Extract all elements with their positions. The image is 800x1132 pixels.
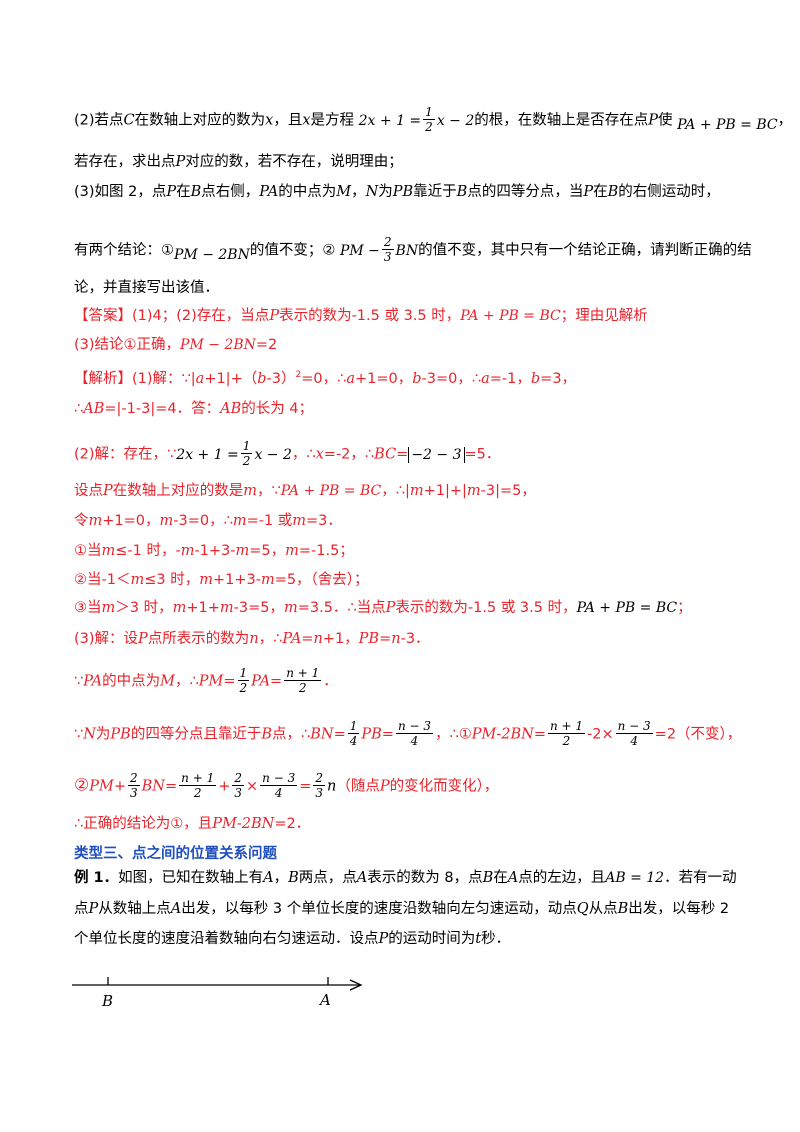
- example-line3: 个单位长度的速度沿着数轴向右匀速运动．设点P的运动时间为t秒．: [74, 931, 511, 947]
- analysis-line7: ②当-1＜m≤3 时，m+1+3-m=5，（舍去）；: [74, 572, 369, 588]
- label-a: A: [318, 991, 331, 1009]
- analysis-line6: ①当m≤-1 时，-m-1+3-m=5，m=-1.5；: [74, 543, 354, 559]
- analysis-line9: (3)解：设P点所表示的数为n，∴PA=n+1，PB=n-3．: [74, 631, 430, 647]
- analysis-line2: ∴AB=|-1-3|=4．答：AB的长为 4；: [74, 401, 314, 417]
- arrow-right-icon: [349, 979, 363, 991]
- number-line-figure: B A: [72, 977, 363, 1010]
- answer-line2: (3)结论①正确，PM − 2BN=2: [74, 337, 278, 353]
- q3-line3: 论，并直接写出该值．: [74, 280, 219, 296]
- example-line1: 例 1．如图，已知在数轴上有A，B两点，点A表示的数为 8，点B在A点的左边，且…: [74, 870, 737, 886]
- section-heading: 类型三、点之间的位置关系问题: [74, 846, 277, 862]
- analysis-line13: ∴正确的结论为①，且PM-2BN=2．: [74, 816, 311, 832]
- answer-line1: 【答案】(1)4；(2)存在，当点P表示的数为-1.5 或 3.5 时，PA +…: [74, 308, 648, 324]
- analysis-line5: 令m+1=0，m-3=0，∴m=-1 或m=3．: [74, 513, 342, 529]
- analysis-line4: 设点P在数轴上对应的数是m，∵PA + PB = BC，∴|m+1|+|m-3|…: [74, 483, 536, 499]
- analysis-line8: ③当m＞3 时，m+1+m-3=5，m=3.5．∴当点P表示的数为-1.5 或 …: [74, 600, 692, 616]
- q2-line2: 若存在，求出点P对应的数，若不存在，说明理由；: [74, 154, 403, 170]
- q3-line1: (3)如图 2，点P在B点右侧，PA的中点为M，N为PB靠近于B点的四等分点，当…: [74, 184, 720, 200]
- analysis-line1: 【解析】(1)解：∵|a+1|+（b-3）2=0，∴a+1=0，b-3=0，∴a…: [74, 370, 577, 387]
- example-line2: 点P从数轴上点A出发，以每秒 3 个单位长度的速度沿数轴向左匀速运动，动点Q从点…: [74, 901, 730, 917]
- label-b: B: [101, 992, 113, 1010]
